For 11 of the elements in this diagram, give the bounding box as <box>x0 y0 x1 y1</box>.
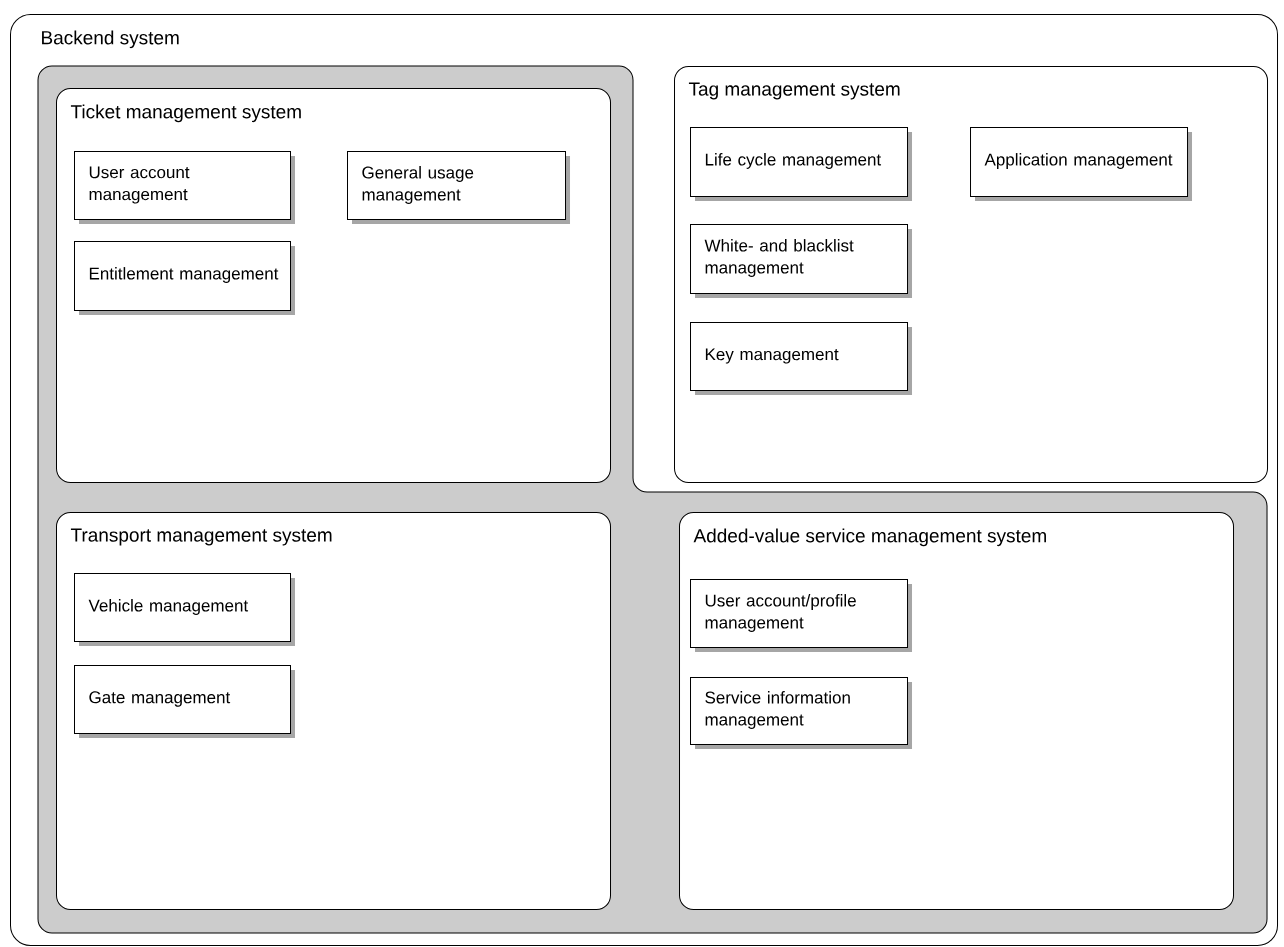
module-box: Application management <box>970 127 1192 201</box>
module-box: General usage management <box>347 151 570 224</box>
module-box: User account/profile management <box>690 579 912 652</box>
module-box: White- and blacklist management <box>690 224 912 298</box>
module-box: Key management <box>690 322 912 395</box>
module-box: Entitlement management <box>74 241 295 315</box>
module-box: User account management <box>74 151 295 224</box>
module-box: Service information management <box>690 677 912 749</box>
module-box: Vehicle management <box>74 573 295 646</box>
module-box: Gate management <box>74 665 295 738</box>
module-box: Life cycle management <box>690 127 912 201</box>
